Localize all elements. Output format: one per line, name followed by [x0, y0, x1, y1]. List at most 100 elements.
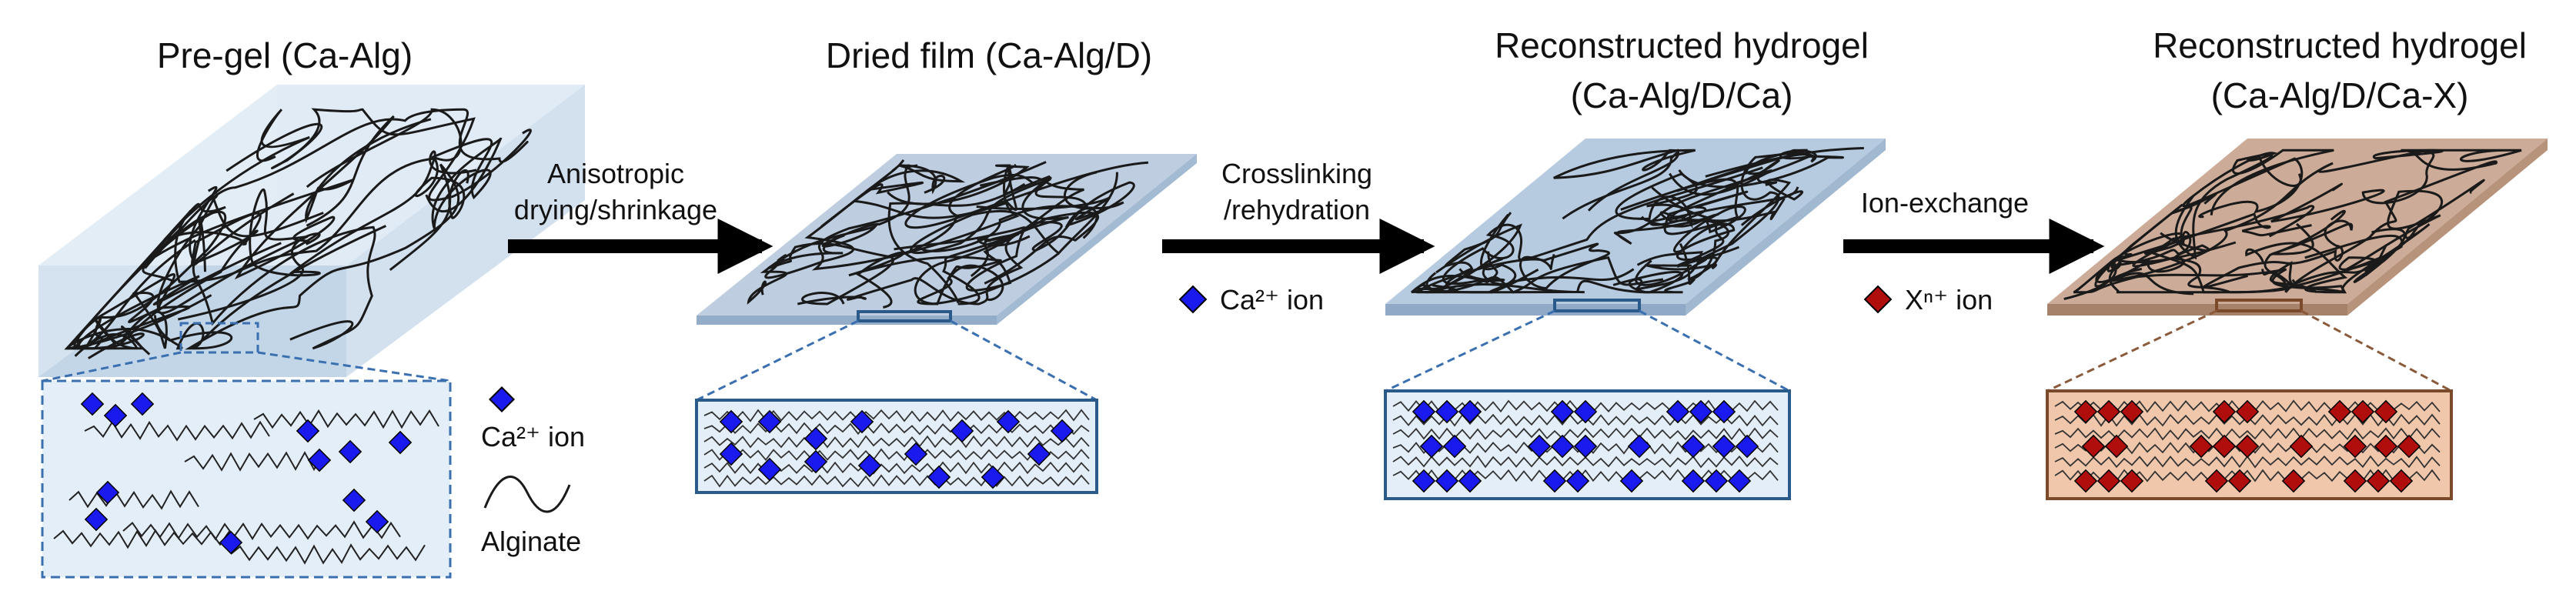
ion-marker [365, 509, 389, 534]
ion-marker [1419, 434, 1444, 459]
alginate-legend-icon [483, 476, 571, 513]
ion-marker [84, 507, 109, 532]
ion-marker [2389, 469, 2414, 493]
ion-marker [719, 442, 743, 466]
alginate-chain [68, 489, 199, 510]
ion-marker [2289, 434, 2314, 459]
alginate-chain [53, 529, 230, 549]
ion-marker [2281, 469, 2306, 493]
ion-marker [296, 419, 320, 443]
arrow-2-label-line2: /rehydration [1224, 194, 1370, 225]
ion-marker [1704, 469, 1729, 493]
alginate-chain [703, 474, 1090, 488]
reconstructed-gel-x-zoom [2046, 389, 2453, 500]
reconstructed-gel-ca [1385, 139, 1886, 316]
alginate-chain [1416, 242, 1611, 294]
ca-ion-arrow-label: Ca²⁺ ion [1220, 284, 1324, 316]
ion-marker [1689, 399, 1713, 424]
panel-1-title: Pre-gel (Ca-Alg) [157, 35, 413, 75]
ion-marker [1550, 399, 1575, 424]
alginate-chain [1425, 213, 1585, 294]
ion-marker [1666, 399, 1690, 424]
alginate-chain [2245, 242, 2348, 294]
alginate-chain [177, 115, 395, 321]
ion-marker [1527, 434, 1552, 459]
reconstructed-gel-ca-zoom [1384, 389, 1791, 500]
ion-marker [2120, 399, 2144, 424]
alginate-chain [767, 224, 894, 306]
panel-4-title: Reconstructed hydrogel [2153, 25, 2527, 65]
ion-marker [1442, 434, 1467, 459]
alginate-chain [1553, 149, 1696, 220]
ion-marker [2073, 469, 2098, 493]
ion-marker [2350, 399, 2375, 424]
alginate-chain [909, 171, 1118, 255]
ion-marker [1681, 434, 1706, 459]
alginate-chain [747, 164, 918, 305]
ion-marker [804, 449, 828, 474]
alginate-chain [2160, 232, 2383, 294]
ion-marker [2073, 399, 2098, 424]
alginate-chain [64, 239, 212, 350]
ion-marker [1458, 399, 1482, 424]
ion-marker [2189, 434, 2213, 459]
ion-marker [2104, 434, 2129, 459]
ion-marker [1412, 469, 1436, 493]
alginate-chain [854, 161, 1148, 229]
ion-marker [927, 465, 951, 489]
ion-marker [2235, 399, 2260, 424]
alginate-chain [2270, 149, 2522, 223]
ion-marker [1550, 434, 1575, 459]
ion-marker [1542, 469, 1567, 493]
ion-marker [757, 457, 782, 482]
pregel-zoom-box [179, 322, 259, 354]
alginate-chain [914, 211, 1100, 306]
ion-marker [1573, 399, 1598, 424]
ion-marker [1027, 442, 1051, 466]
ion-marker [1573, 434, 1598, 459]
alginate-chain [91, 118, 432, 322]
alginate-chain [2063, 205, 2315, 301]
ion-marker [757, 409, 782, 434]
arrow-2-label-line1: Crosslinking [1221, 158, 1372, 189]
pregel-zoom-panel [41, 379, 452, 579]
ion-marker [342, 488, 366, 513]
panel-4-subtitle: (Ca-Alg/D/Ca-X) [2211, 75, 2469, 115]
ion-marker [1050, 419, 1074, 443]
ion-marker [2081, 434, 2106, 459]
ion-marker [2235, 434, 2260, 459]
ca-ion-legend-label: Ca²⁺ ion [481, 421, 585, 452]
alginate-chain [1392, 427, 1779, 441]
ion-marker [2097, 399, 2121, 424]
ion-marker [719, 409, 743, 434]
alginate-chain [230, 543, 426, 565]
ion-marker [981, 465, 1005, 489]
ca-ion-legend-icon [489, 386, 515, 412]
ion-marker [2212, 399, 2237, 424]
ion-marker [2343, 434, 2367, 459]
alginate-chain [2109, 179, 2485, 294]
alginate-chain [2264, 149, 2498, 293]
panel-3-title: Reconstructed hydrogel [1495, 25, 1869, 65]
ion-marker [2227, 469, 2252, 493]
ion-marker [388, 430, 413, 455]
ion-marker [950, 419, 974, 443]
ion-marker [1435, 469, 1459, 493]
ion-marker [904, 442, 928, 466]
arrow-1-label-line2: drying/shrinkage [514, 194, 717, 225]
alginate-chain [153, 163, 460, 350]
ion-marker [2212, 434, 2237, 459]
panel-3-subtitle: (Ca-Alg/D/Ca) [1571, 75, 1793, 115]
alginate-chain [192, 217, 376, 350]
reconstructed-gel-x [2047, 139, 2548, 316]
ion-marker [1712, 434, 1736, 459]
ion-marker [103, 403, 128, 428]
ion-marker [2374, 399, 2398, 424]
ion-marker [1435, 399, 1459, 424]
ion-marker [1727, 469, 1752, 493]
alginate-chain [184, 451, 324, 472]
alginate-chain [253, 409, 439, 429]
ion-marker [1458, 469, 1482, 493]
ion-marker [1681, 469, 1706, 493]
